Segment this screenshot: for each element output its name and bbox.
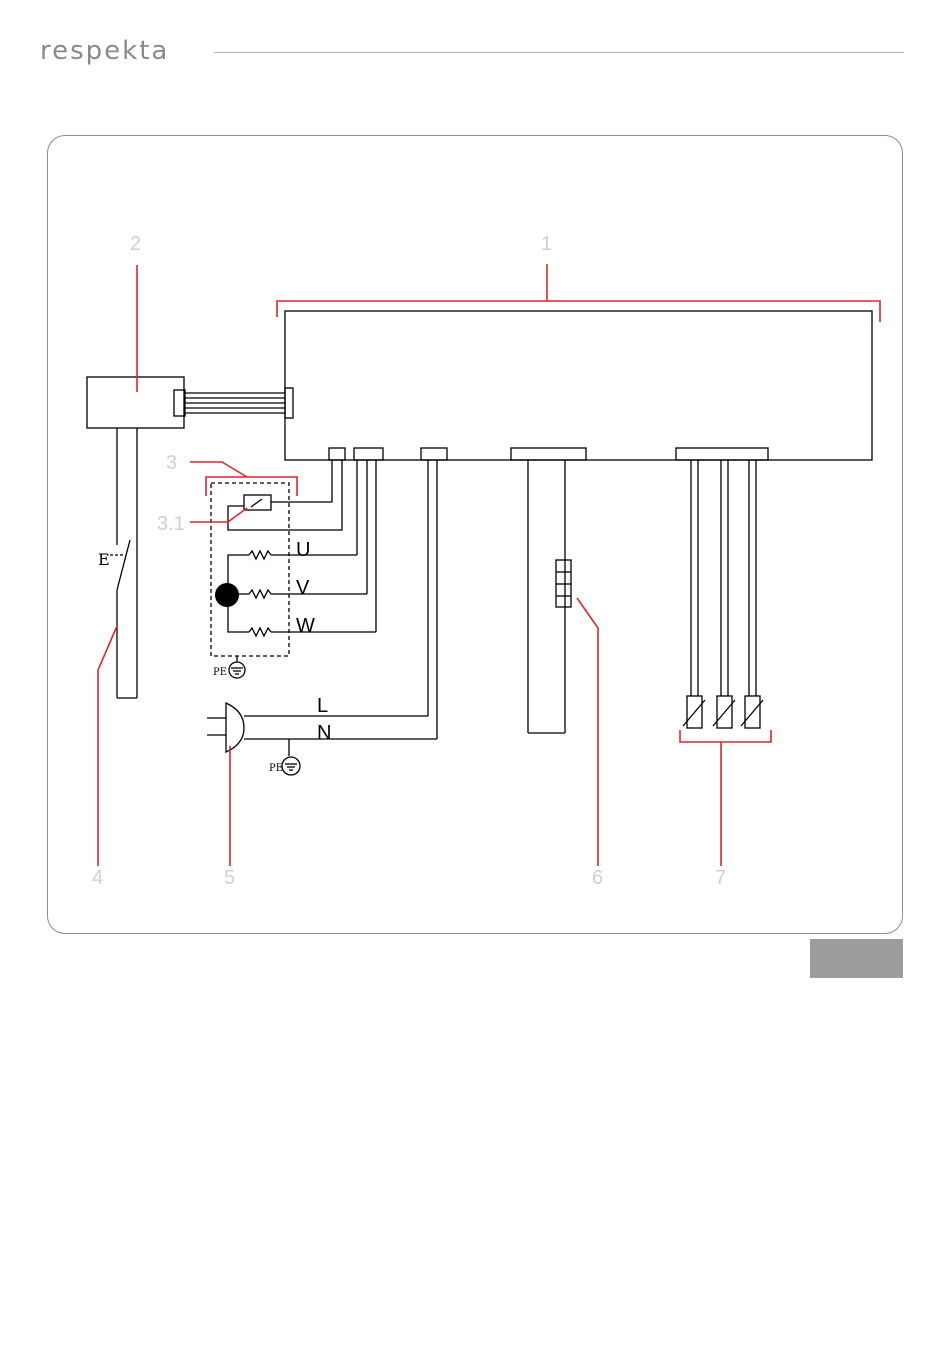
callout-5: 5 (224, 867, 235, 889)
switch-symbol-label: E (98, 550, 110, 569)
motor-pe-label: PE (213, 667, 227, 678)
phase-v-label: V (296, 577, 310, 599)
callout-3: 3 (166, 452, 177, 474)
switch-contact (117, 540, 130, 590)
callout-6: 6 (592, 867, 603, 889)
mains-pe-label: PE (269, 763, 283, 774)
callout-2: 2 (130, 233, 141, 255)
connector-thermostat (329, 448, 345, 460)
callout-3-1: 3.1 (157, 513, 185, 535)
control-panel-box (87, 377, 184, 428)
mains-l-label: L (317, 695, 328, 717)
connector-mains (421, 448, 447, 460)
motor-pe-symbol (229, 662, 245, 678)
callout-1: 1 (541, 233, 552, 255)
callout-7: 7 (715, 867, 726, 889)
connector-motor (354, 448, 383, 460)
connector-sensor (511, 448, 586, 460)
mains-n-label: N (317, 722, 331, 744)
phase-u-label: U (296, 539, 310, 561)
control-board (285, 311, 872, 460)
phase-w-label: W (296, 615, 315, 637)
connector-valves (676, 448, 768, 460)
ribbon-plug-right (285, 388, 293, 418)
valve-wiring (683, 460, 763, 728)
motor-symbol (215, 583, 239, 607)
mains-plug (226, 703, 244, 752)
page-tab (810, 939, 903, 978)
callout-4: 4 (92, 867, 103, 889)
mains-pe-symbol (282, 757, 300, 775)
callout-lines (98, 264, 880, 866)
